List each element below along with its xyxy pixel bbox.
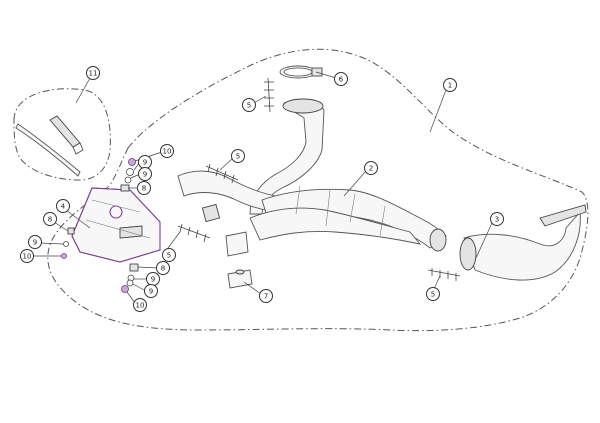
callout-circle <box>144 284 158 298</box>
callout-circle <box>242 98 256 112</box>
callout-c10a: 10 <box>160 144 174 158</box>
hardware-left <box>61 227 75 259</box>
assembly-boundary <box>47 48 589 332</box>
callout-circle <box>43 212 57 226</box>
callout-c9a: 9 <box>138 155 152 169</box>
callout-circle <box>364 161 378 175</box>
callout-c6: 6 <box>334 72 348 86</box>
callout-circle <box>28 235 42 249</box>
callout-number: 10 <box>163 148 172 156</box>
callout-circle <box>156 261 170 275</box>
callout-c5a: 5 <box>242 98 256 112</box>
callout-number: 1 <box>448 82 452 90</box>
callout-number: 7 <box>264 293 268 301</box>
callout-circle <box>443 78 457 92</box>
callout-number: 9 <box>33 239 37 247</box>
detail-boundary-11 <box>13 88 111 181</box>
callout-circle <box>86 66 100 80</box>
callout-circle <box>426 287 440 301</box>
callout-number: 8 <box>142 185 146 193</box>
callout-number: 8 <box>161 265 165 273</box>
callout-c8c: 8 <box>156 261 170 275</box>
callout-c11: 11 <box>86 66 100 80</box>
callout-c9b: 9 <box>138 167 152 181</box>
callout-circle <box>334 72 348 86</box>
heat-shield-strap <box>15 115 84 177</box>
callout-c4: 4 <box>56 199 70 213</box>
callout-c10c: 10 <box>133 298 147 312</box>
callout-c9c: 9 <box>28 235 42 249</box>
callout-c8a: 8 <box>137 181 151 195</box>
callout-circle <box>137 181 151 195</box>
callout-circle <box>162 248 176 262</box>
callout-number: 10 <box>136 302 145 310</box>
callout-circle <box>56 199 70 213</box>
callout-c5c: 5 <box>162 248 176 262</box>
mid-pipe <box>459 204 587 281</box>
callout-number: 9 <box>149 288 153 296</box>
callout-c9d: 9 <box>146 272 160 286</box>
callout-number: 4 <box>61 203 66 211</box>
callout-circle <box>138 167 152 181</box>
callout-circle <box>160 144 174 158</box>
callout-number: 5 <box>167 252 171 260</box>
callout-circle <box>259 289 273 303</box>
callout-number: 6 <box>339 76 344 84</box>
callout-circle <box>231 149 245 163</box>
callout-number: 9 <box>143 159 147 167</box>
catalyst-box <box>71 187 161 263</box>
callout-number: 5 <box>247 102 251 110</box>
link-pipe <box>177 98 447 257</box>
callout-c2: 2 <box>364 161 378 175</box>
callout-c5b: 5 <box>231 149 245 163</box>
callout-c8b: 8 <box>43 212 57 226</box>
callout-number: 9 <box>143 171 147 179</box>
callout-number: 5 <box>236 153 240 161</box>
springs <box>177 77 461 281</box>
callout-c1: 1 <box>443 78 457 92</box>
callout-c7: 7 <box>259 289 273 303</box>
band-clamp <box>279 65 323 79</box>
callout-number: 2 <box>369 165 373 173</box>
callout-circle <box>133 298 147 312</box>
callout-c9e: 9 <box>144 284 158 298</box>
callout-c5d: 5 <box>426 287 440 301</box>
hardware-bottom <box>121 263 139 293</box>
callout-circle <box>20 249 34 263</box>
hardware-top <box>120 158 136 192</box>
callout-number: 10 <box>23 253 32 261</box>
callout-number: 5 <box>431 291 435 299</box>
callout-circle <box>490 212 504 226</box>
callout-number: 8 <box>48 216 52 224</box>
callout-c3: 3 <box>490 212 504 226</box>
callout-number: 11 <box>89 70 98 78</box>
callout-number: 3 <box>495 216 499 224</box>
callout-number: 9 <box>151 276 155 284</box>
callout-c10b: 10 <box>20 249 34 263</box>
